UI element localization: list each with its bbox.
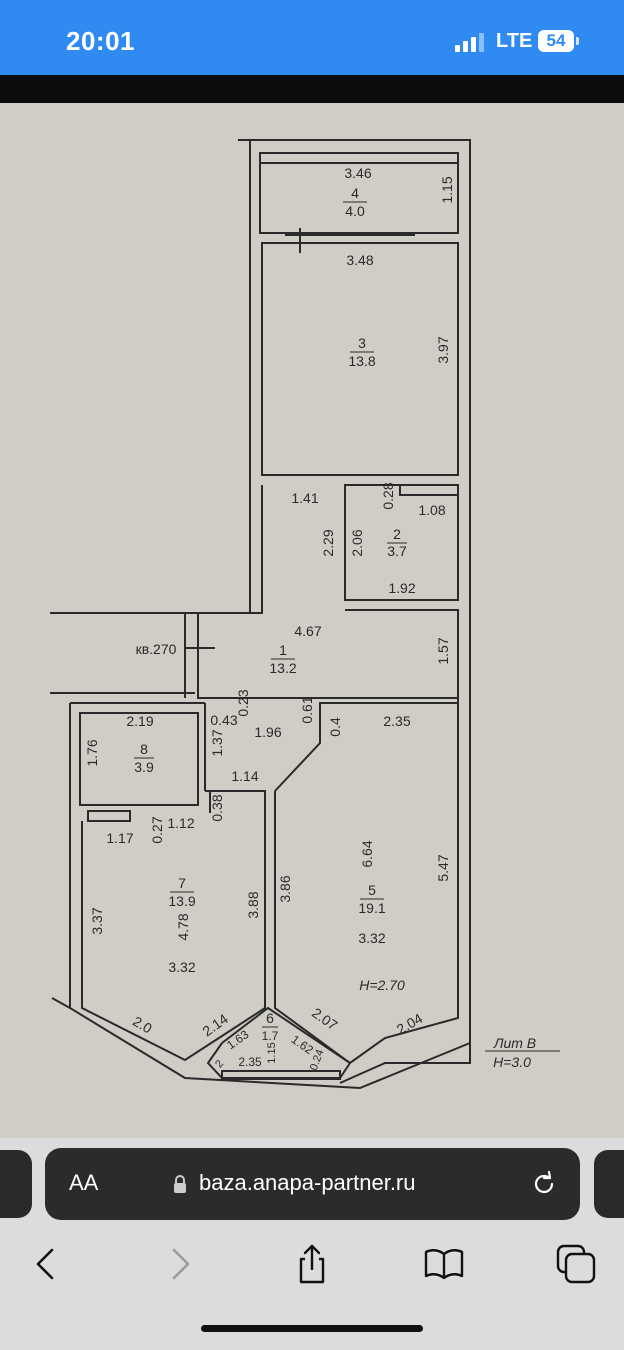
dim-0-43: 0.43 [210, 712, 237, 728]
outer-wall-left-upper [180, 139, 251, 614]
dim-2-35-room5: 2.35 [383, 713, 410, 729]
share-icon[interactable] [290, 1242, 334, 1286]
room-2-area: 3.7 [387, 543, 407, 559]
room-3-area: 13.8 [348, 353, 375, 369]
signal-icon [455, 33, 484, 52]
status-time: 20:01 [66, 26, 135, 56]
dim-0-27: 0.27 [149, 816, 165, 843]
floor-plan-image: 4 4.0 3.46 1.15 3.48 3 13.8 3.97 1.41 0.… [0, 103, 624, 1138]
room-2-number: 2 [393, 526, 401, 542]
dim-4-78: 4.78 [175, 913, 191, 940]
dim-2-07: 2.07 [309, 1005, 341, 1034]
dim-3-48: 3.48 [346, 252, 373, 268]
room-8-number: 8 [140, 741, 148, 757]
home-indicator[interactable] [201, 1325, 423, 1332]
room-5-number: 5 [368, 882, 376, 898]
dim-2: 2 [213, 1058, 226, 1070]
lit-label: Лит В [493, 1035, 536, 1051]
room-5-area: 19.1 [358, 900, 385, 916]
dim-0-28: 0.28 [380, 482, 396, 509]
room-4-outline [259, 152, 459, 234]
dim-2-19: 2.19 [126, 713, 153, 729]
room-4-area: 4.0 [345, 203, 365, 219]
room-3-outline [261, 242, 459, 476]
dim-3-97: 3.97 [435, 336, 451, 363]
dim-0-23: 0.23 [235, 689, 251, 716]
dim-3-37: 3.37 [89, 907, 105, 934]
dim-0-4: 0.4 [327, 717, 343, 737]
network-label: LTE [496, 30, 533, 52]
dim-3-86: 3.86 [277, 875, 293, 902]
dim-2-35-bottom: 2.35 [238, 1055, 262, 1069]
dim-2-06: 2.06 [349, 529, 365, 556]
url-text[interactable]: baza.anapa-partner.ru [199, 1170, 416, 1195]
room-8-area: 3.9 [134, 759, 154, 775]
outer-wall-right [339, 139, 471, 1084]
room-7-area: 13.9 [168, 893, 195, 909]
page-top-band [0, 75, 624, 103]
room-8-outline [79, 712, 199, 806]
room-4-number: 4 [351, 185, 359, 201]
room-1-area: 13.2 [269, 660, 296, 676]
room-6-area: 1.7 [262, 1029, 279, 1043]
dim-3-46: 3.46 [344, 165, 371, 181]
dim-3-88: 3.88 [245, 891, 261, 918]
apartment-label: кв.270 [136, 641, 177, 657]
room-7-number: 7 [178, 875, 186, 891]
room-3-number: 3 [358, 335, 366, 351]
next-tab-preview[interactable] [594, 1150, 624, 1218]
dim-1-76: 1.76 [84, 739, 100, 766]
previous-tab-preview[interactable] [0, 1150, 32, 1218]
dim-1-37: 1.37 [209, 729, 225, 756]
dim-2-04: 2.04 [394, 1010, 426, 1038]
reload-icon[interactable] [531, 1170, 557, 1198]
tabs-icon[interactable] [554, 1242, 598, 1286]
battery-tip [576, 37, 579, 45]
dim-4-67: 4.67 [294, 623, 321, 639]
dim-6-64: 6.64 [359, 840, 375, 867]
battery-icon: 54 [538, 30, 574, 52]
status-bar: 20:01 LTE 54 [0, 0, 624, 75]
back-icon[interactable] [24, 1242, 68, 1286]
dim-2-29: 2.29 [320, 529, 336, 556]
navigation-bar [0, 1242, 624, 1292]
reader-settings-button[interactable]: AA [69, 1170, 99, 1195]
dim-1-57: 1.57 [435, 637, 451, 664]
floor-plan-drawing: 4 4.0 3.46 1.15 3.48 3 13.8 3.97 1.41 0.… [50, 139, 560, 1090]
dim-1-15-bottom: 1.15 [266, 1042, 278, 1063]
dim-0-38: 0.38 [209, 794, 225, 821]
dim-1-12: 1.12 [167, 815, 194, 831]
forward-icon[interactable] [158, 1242, 202, 1286]
room-5-outline [274, 702, 459, 1065]
address-bar[interactable]: AA baza.anapa-partner.ru [45, 1148, 580, 1220]
dim-1-15-top: 1.15 [439, 176, 455, 203]
browser-toolbar: AA baza.anapa-partner.ru [0, 1138, 624, 1350]
lock-icon [174, 1175, 186, 1193]
dim-3-32-room7: 3.32 [168, 959, 195, 975]
dim-1-96: 1.96 [254, 724, 281, 740]
dim-1-41: 1.41 [291, 490, 318, 506]
dim-2-14: 2.14 [199, 1010, 231, 1039]
dim-1-08: 1.08 [418, 502, 445, 518]
dim-5-47: 5.47 [435, 854, 451, 881]
dim-1-17: 1.17 [106, 830, 133, 846]
bookmarks-icon[interactable] [422, 1242, 466, 1286]
dim-3-32-room5: 3.32 [358, 930, 385, 946]
dim-1-92: 1.92 [388, 580, 415, 596]
room-6-number: 6 [266, 1010, 274, 1026]
dim-1-14: 1.14 [231, 768, 258, 784]
height-note: H=2.70 [359, 977, 405, 993]
dim-0-61: 0.61 [299, 696, 315, 723]
battery-level: 54 [546, 31, 566, 50]
dim-2-0: 2.0 [130, 1013, 155, 1037]
lit-height: H=3.0 [493, 1054, 531, 1070]
room-1-number: 1 [279, 642, 287, 658]
